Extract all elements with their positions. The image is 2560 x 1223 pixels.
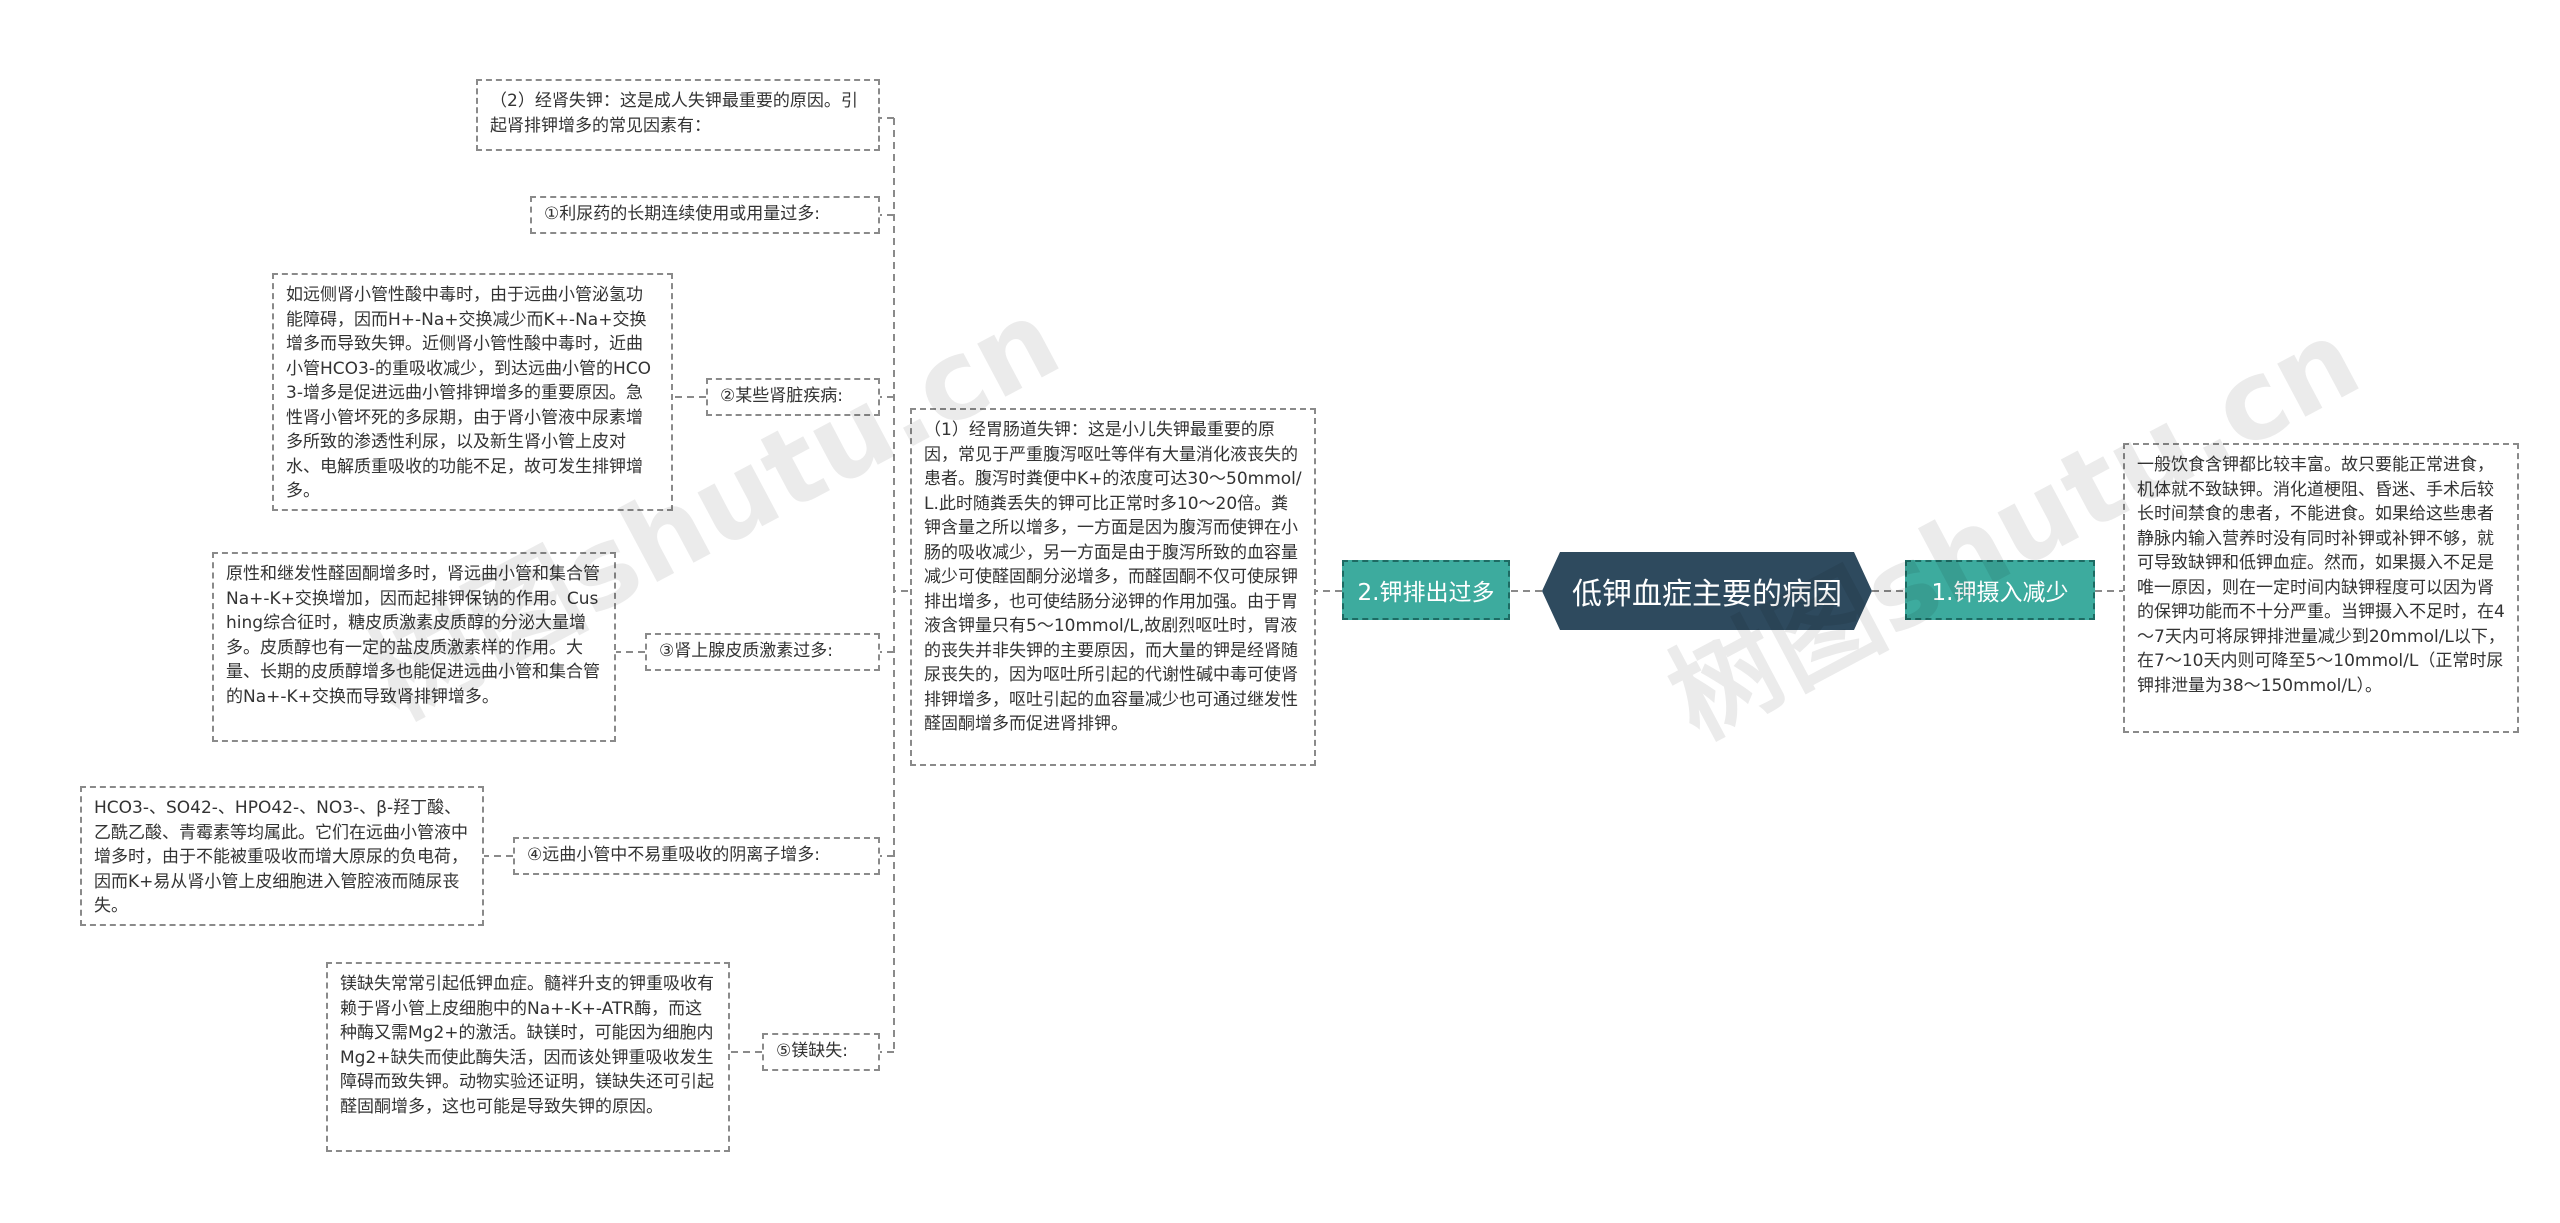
renal-loss-intro[interactable]: （2）经肾失钾：这是成人失钾最重要的原因。引起肾排钾增多的常见因素有： xyxy=(476,79,880,151)
intake-detail[interactable]: 一般饮食含钾都比较丰富。故只要能正常进食，机体就不致缺钾。消化道梗阻、昏迷、手术… xyxy=(2123,443,2519,733)
branch-intake-reduced[interactable]: 1.钾摄入减少 xyxy=(1905,560,2095,620)
item-anions[interactable]: ④远曲小管中不易重吸收的阴离子增多: xyxy=(513,837,880,875)
item-diuretics[interactable]: ①利尿药的长期连续使用或用量过多: xyxy=(530,196,880,234)
item-magnesium[interactable]: ⑤镁缺失: xyxy=(762,1033,880,1071)
gi-loss-detail[interactable]: （1）经胃肠道失钾：这是小儿失钾最重要的原因，常见于严重腹泻呕吐等伴有大量消化液… xyxy=(910,408,1316,766)
renal-disease-detail[interactable]: 如远侧肾小管性酸中毒时，由于远曲小管泌氢功能障碍，因而H+-Na+交换减少而K+… xyxy=(272,273,673,511)
item-adrenal-hormone[interactable]: ③肾上腺皮质激素过多: xyxy=(645,633,880,671)
magnesium-detail[interactable]: 镁缺失常常引起低钾血症。髓袢升支的钾重吸收有赖于肾小管上皮细胞中的Na+-K+-… xyxy=(326,962,730,1152)
branch-excess-loss[interactable]: 2.钾排出过多 xyxy=(1342,560,1510,620)
adrenal-hormone-detail[interactable]: 原性和继发性醛固酮增多时，肾远曲小管和集合管Na+-K+交换增加，因而起排钾保钠… xyxy=(212,552,616,742)
item-renal-disease[interactable]: ②某些肾脏疾病: xyxy=(706,378,880,416)
anions-detail[interactable]: HCO3-、SO42-、HPO42-、NO3-、β-羟丁酸、乙酰乙酸、青霉素等均… xyxy=(80,786,484,926)
central-topic[interactable]: 低钾血症主要的病因 xyxy=(1542,552,1872,630)
